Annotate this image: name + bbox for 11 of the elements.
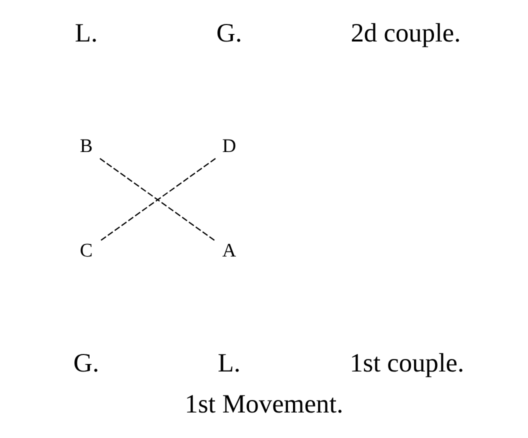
node-text: B xyxy=(80,136,93,158)
label: 2d couple. xyxy=(350,17,461,48)
node-text: D xyxy=(222,136,236,158)
label: 1st couple. xyxy=(350,348,464,378)
label: L. xyxy=(74,17,98,48)
caption: 1st Movement. xyxy=(184,388,344,418)
node-text: C xyxy=(80,240,93,262)
label: G. xyxy=(73,348,100,378)
label: L. xyxy=(218,348,241,378)
node-text: A xyxy=(222,240,236,262)
label: G. xyxy=(216,17,242,48)
